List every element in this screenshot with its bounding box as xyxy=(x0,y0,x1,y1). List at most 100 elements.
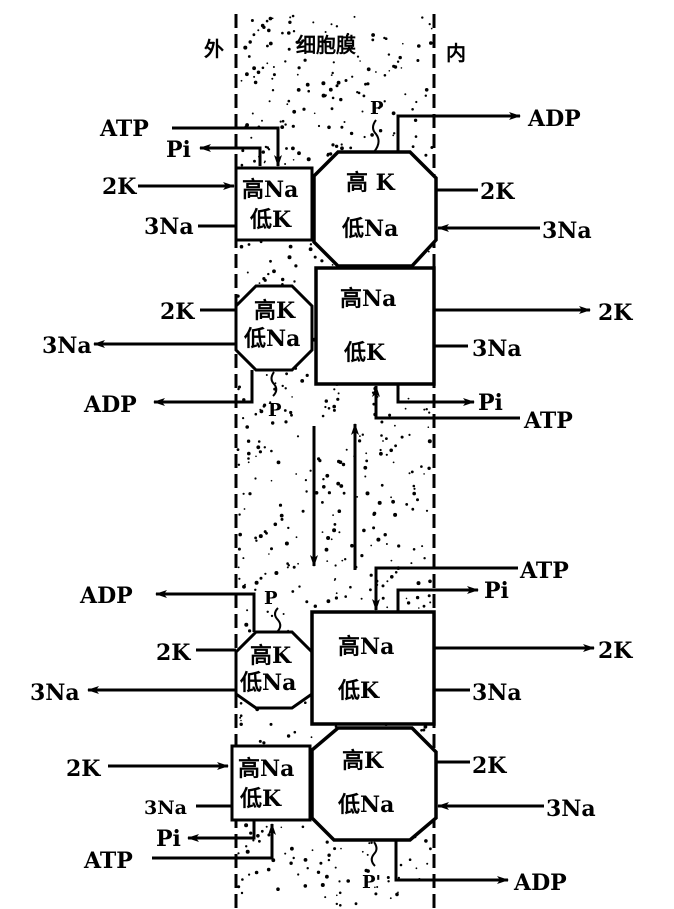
stipple-dot xyxy=(356,55,360,58)
phosphate-bond-squiggle xyxy=(372,119,380,153)
stipple-dot xyxy=(237,463,241,466)
stipple-dot xyxy=(290,846,294,851)
stipple-dot xyxy=(321,501,324,504)
stipple-dot xyxy=(291,14,295,18)
stipple-dot xyxy=(295,40,299,44)
inner-box-line2: 低K xyxy=(337,678,380,704)
stipple-dot xyxy=(291,146,295,151)
stipple-dot xyxy=(371,33,375,37)
stipple-dot xyxy=(249,831,253,835)
stipple-dot xyxy=(263,530,267,534)
stipple-dot xyxy=(429,41,433,45)
stipple-dot xyxy=(370,841,373,844)
stipple-dot xyxy=(426,862,429,865)
stipple-dot xyxy=(253,80,258,85)
stipple-dot xyxy=(245,845,248,848)
stipple-dot xyxy=(267,148,271,151)
stipple-dot xyxy=(332,408,336,412)
outer-square-box xyxy=(234,166,314,242)
na-right-label: 3Na xyxy=(472,336,522,362)
stipple-dot xyxy=(416,59,420,62)
stipple-dot xyxy=(330,107,334,111)
stipple-dot xyxy=(391,111,396,116)
stipple-dot xyxy=(281,277,285,282)
adp-label: ADP xyxy=(83,392,137,418)
stipple-dot xyxy=(288,244,293,249)
stipple-dot xyxy=(324,399,328,403)
stipple-dot xyxy=(416,581,421,586)
pi-label: Pi xyxy=(478,390,503,416)
stipple-dot xyxy=(267,28,271,33)
stipple-dot xyxy=(335,592,338,595)
stipple-dot xyxy=(265,19,269,23)
stipple-dot xyxy=(248,40,252,44)
stipple-dot xyxy=(247,243,251,246)
stipple-dot xyxy=(429,601,432,604)
stipple-dot xyxy=(380,434,383,437)
stipple-dot xyxy=(301,39,303,42)
phosphate-bond-squiggle xyxy=(270,371,278,397)
stipple-dot xyxy=(408,858,412,861)
stipple-dot xyxy=(400,435,404,439)
stipple-dot xyxy=(410,470,414,474)
stipple-dot xyxy=(362,94,366,98)
stipple-dot xyxy=(356,91,359,94)
atp-arrow xyxy=(372,385,520,420)
stipple-dot xyxy=(253,75,256,78)
stipple-dot xyxy=(368,842,371,845)
stipple-dot xyxy=(384,37,388,40)
inner-box-line1: 高 K xyxy=(346,170,396,196)
phosphate-label: P' xyxy=(362,872,381,893)
stipple-dot xyxy=(410,562,413,565)
stipple-dot xyxy=(282,613,285,615)
stipple-dot xyxy=(296,73,299,76)
stipple-dot xyxy=(420,729,423,732)
stipple-dot xyxy=(245,425,249,429)
stipple-dot xyxy=(336,894,338,897)
stipple-dot xyxy=(258,282,261,284)
stipple-dot xyxy=(259,408,262,411)
k-right-label: 2K xyxy=(480,179,515,205)
atp-label: ATP xyxy=(99,116,149,142)
stipple-dot xyxy=(316,870,321,874)
stipple-dot xyxy=(354,902,358,906)
stipple-dot xyxy=(362,528,366,533)
stipple-dot xyxy=(256,834,260,838)
stipple-dot xyxy=(272,269,276,274)
stipple-dot xyxy=(297,66,301,70)
stipple-dot xyxy=(302,107,306,111)
stipple-dot xyxy=(359,435,361,437)
stipple-dot xyxy=(240,163,244,167)
stipple-dot xyxy=(342,491,346,495)
stipple-dot xyxy=(264,572,267,575)
stipple-dot xyxy=(248,492,252,496)
stipple-dot xyxy=(389,448,394,453)
stipple-dot xyxy=(420,465,423,468)
stipple-dot xyxy=(266,146,270,149)
stipple-dot xyxy=(380,420,384,424)
stipple-dot xyxy=(308,247,313,252)
stipple-dot xyxy=(340,847,342,850)
na-left-label: 3Na xyxy=(144,797,187,819)
stipple-dot xyxy=(304,701,307,704)
stipple-dot xyxy=(296,435,300,438)
stipple-dot xyxy=(385,453,388,456)
stipple-dot xyxy=(242,557,245,560)
stipple-dot xyxy=(270,614,274,618)
stipple-dot xyxy=(349,585,352,589)
stipple-dot xyxy=(280,826,283,829)
stipple-dot xyxy=(272,73,276,77)
stipple-dot xyxy=(392,461,395,464)
stipple-dot xyxy=(363,465,368,470)
atp-arrow xyxy=(372,566,518,611)
stipple-dot xyxy=(281,31,284,35)
stipple-dot xyxy=(242,417,245,420)
k-right-label: 2K xyxy=(598,300,633,326)
stipple-dot xyxy=(418,607,420,609)
stipple-dot xyxy=(284,541,289,546)
stipple-dot xyxy=(332,528,337,533)
stipple-dot xyxy=(244,823,249,828)
stipple-dot xyxy=(263,446,266,449)
stipple-dot xyxy=(421,545,424,548)
stipple-dot xyxy=(284,387,287,390)
